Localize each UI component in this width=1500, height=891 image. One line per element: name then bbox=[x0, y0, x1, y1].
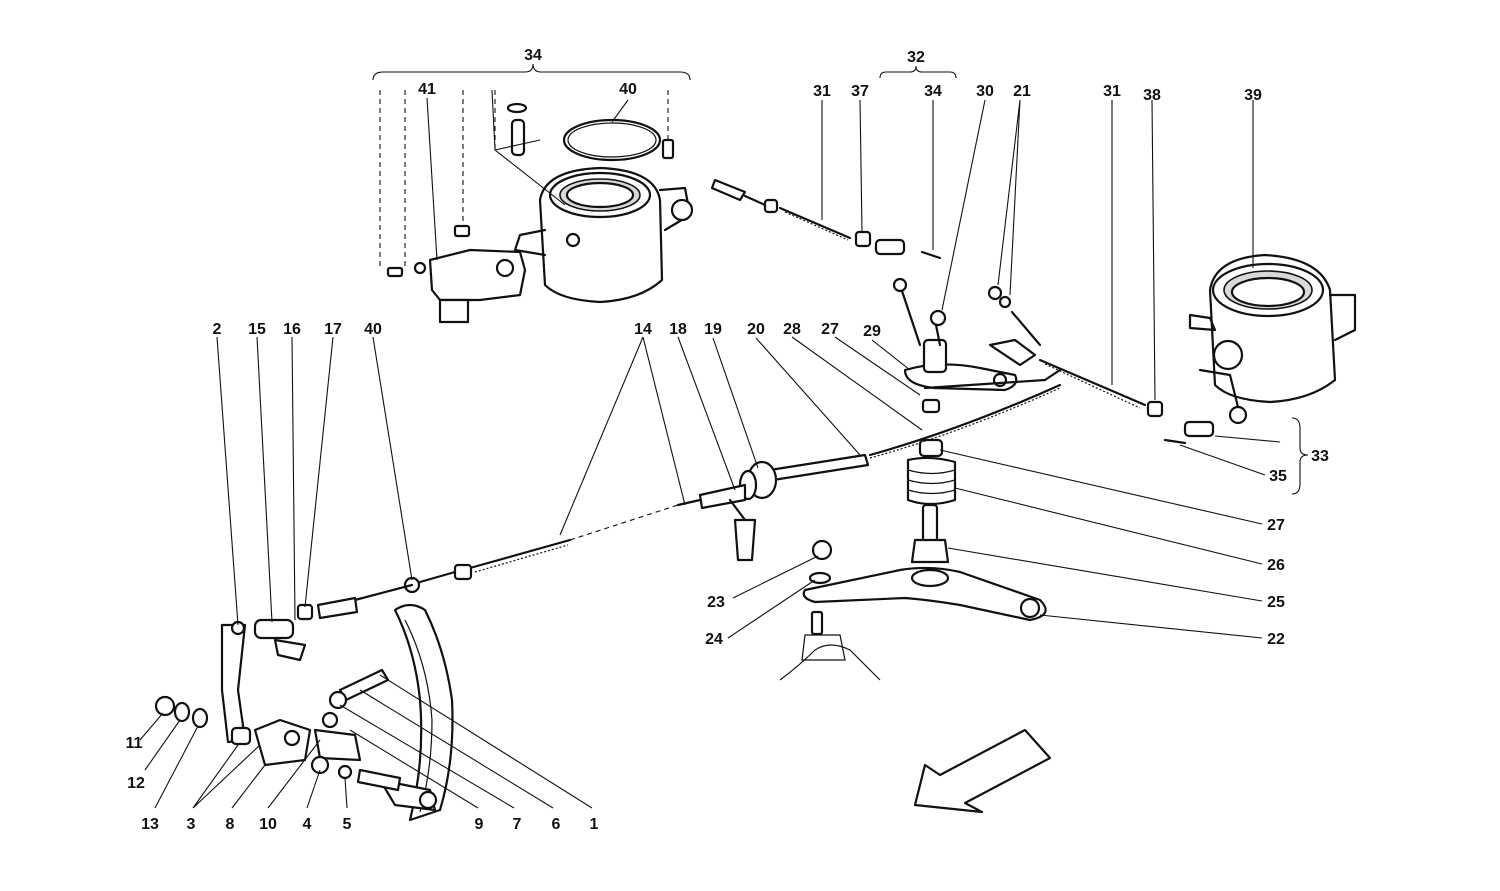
callout-33: 33 bbox=[1311, 448, 1329, 465]
callout-12: 12 bbox=[127, 775, 145, 792]
callout-23: 23 bbox=[707, 594, 725, 611]
callout-5: 5 bbox=[343, 816, 352, 833]
callout-31-right: 31 bbox=[1103, 83, 1121, 100]
callout-34-upper: 34 bbox=[924, 83, 942, 100]
callout-6: 6 bbox=[552, 816, 561, 833]
callout-41: 41 bbox=[418, 81, 436, 98]
nut-washers-left bbox=[154, 695, 209, 729]
callout-21: 21 bbox=[1013, 83, 1031, 100]
rod-right bbox=[987, 285, 1215, 445]
accelerator-pedal bbox=[378, 603, 454, 822]
callout-14: 14 bbox=[634, 321, 652, 338]
callout-9: 9 bbox=[475, 816, 484, 833]
callout-32: 32 bbox=[907, 49, 925, 66]
pivot-spring-assembly bbox=[779, 398, 1047, 681]
callout-8: 8 bbox=[226, 816, 235, 833]
callout-1: 1 bbox=[590, 816, 599, 833]
pedal-pivot-bracket bbox=[230, 668, 402, 792]
callout-3: 3 bbox=[187, 816, 196, 833]
callout-38: 39 bbox=[1244, 87, 1262, 104]
throttle-position-sensor bbox=[428, 248, 527, 324]
throttle-body-right bbox=[1188, 253, 1357, 425]
callout-26: 26 bbox=[1267, 557, 1285, 574]
callout-16: 16 bbox=[283, 321, 301, 338]
callout-40: 40 bbox=[364, 321, 382, 338]
nut bbox=[811, 539, 833, 561]
callout-labels: 34 41 40 32 31 37 34 30 21 31 38 39 2 15… bbox=[126, 47, 1329, 833]
callout-34-right: 35 bbox=[1269, 468, 1287, 485]
callout-4: 4 bbox=[303, 816, 312, 833]
callout-30: 30 bbox=[976, 83, 994, 100]
callout-29: 29 bbox=[863, 323, 881, 340]
bellcrank-assembly bbox=[892, 277, 1062, 392]
upper-linkage-rods bbox=[710, 178, 942, 260]
callout-19: 19 bbox=[704, 321, 722, 338]
callout-31-upper: 31 bbox=[813, 83, 831, 100]
callout-22: 22 bbox=[1267, 631, 1285, 648]
callout-35: 37 bbox=[851, 83, 869, 100]
callout-2: 2 bbox=[213, 321, 222, 338]
callout-10: 10 bbox=[259, 816, 277, 833]
callout-24: 24 bbox=[705, 631, 723, 648]
callout-28: 28 bbox=[783, 321, 801, 338]
callout-39: 40 bbox=[619, 81, 637, 98]
callout-11: 11 bbox=[126, 735, 143, 752]
callout-37: 34 bbox=[524, 47, 542, 64]
direction-arrow-icon bbox=[913, 728, 1052, 814]
callout-18: 18 bbox=[669, 321, 687, 338]
callout-27-right: 27 bbox=[1267, 517, 1285, 534]
callout-36: 38 bbox=[1143, 87, 1161, 104]
leader-lines bbox=[139, 65, 1309, 809]
callout-20: 20 bbox=[747, 321, 765, 338]
gasket bbox=[562, 118, 662, 162]
callout-7: 7 bbox=[513, 816, 522, 833]
callout-17: 17 bbox=[324, 321, 342, 338]
callout-27-upper: 27 bbox=[821, 321, 839, 338]
accelerator-cable bbox=[296, 383, 1062, 621]
callout-13: 13 bbox=[141, 816, 159, 833]
callout-25: 25 bbox=[1267, 594, 1285, 611]
throttle-body-left bbox=[513, 166, 694, 304]
callout-15: 15 bbox=[248, 321, 266, 338]
